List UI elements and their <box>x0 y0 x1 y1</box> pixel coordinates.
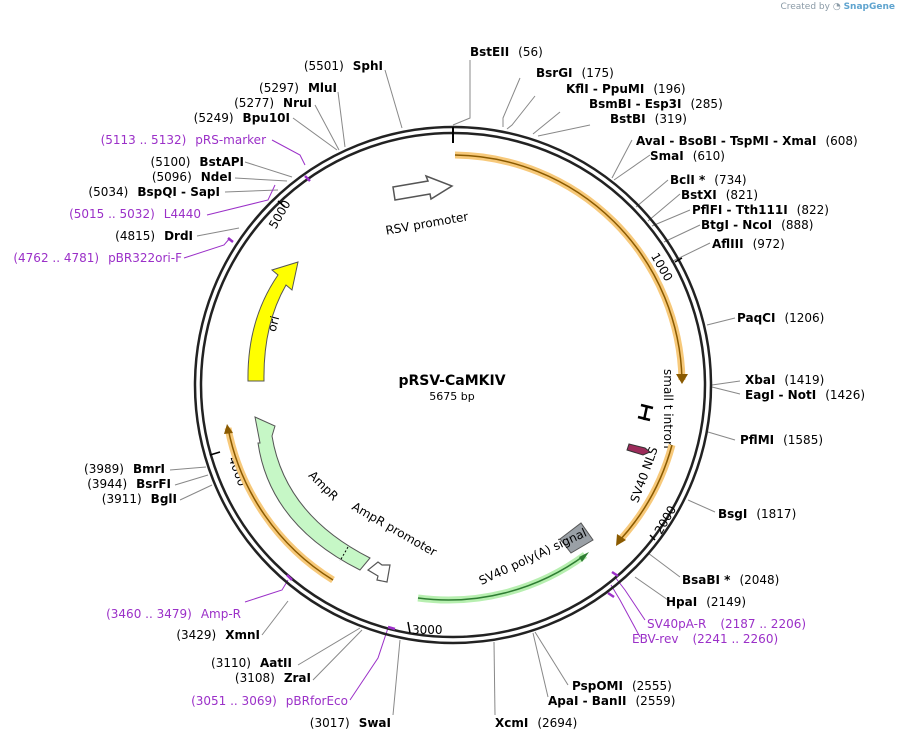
snapgene-credit: Created by ◔ SnapGene <box>780 2 895 12</box>
site-bsrgi[interactable]: BsrGI(175) <box>536 66 614 80</box>
site-aflii[interactable]: AflIII(972) <box>712 237 785 251</box>
left-site-labels: (5501)SphI (5297)MluI (5277)NruI (5249)B… <box>84 59 391 730</box>
site-bsabi[interactable]: BsaBI *(2048) <box>682 573 779 587</box>
site-aval-group[interactable]: AvaI - BsoBI - TspMI - XmaI(608) <box>636 134 858 148</box>
site-bgli[interactable]: (3911)BglI <box>102 492 177 506</box>
site-pspomi[interactable]: PspOMI(2555) <box>572 679 672 693</box>
site-kfli-ppumi[interactable]: KflI - PpuMI(196) <box>566 82 686 96</box>
primer-amp-r[interactable]: (3460 .. 3479)Amp-R <box>106 607 241 621</box>
site-swai[interactable]: (3017)SwaI <box>310 716 391 730</box>
site-leader-lines-left <box>169 69 403 716</box>
site-sphi[interactable]: (5501)SphI <box>304 59 383 73</box>
small-t-intron-mark <box>637 403 654 422</box>
site-smai[interactable]: SmaI(610) <box>650 149 725 163</box>
small-t-intron-label: small t intron <box>661 369 675 449</box>
cds-arc3 <box>227 427 334 581</box>
primer-ebv-rev[interactable]: EBV-rev(2241 .. 2260) <box>632 632 778 646</box>
site-bmri[interactable]: (3989)BmrI <box>84 462 165 476</box>
primer-leader-lines <box>183 139 646 701</box>
right-site-labels: BstEII(56) BsrGI(175) KflI - PpuMI(196) … <box>470 45 865 730</box>
cds-arc-glow <box>454 151 686 381</box>
primer-prs-marker[interactable]: (5113 .. 5132)pRS-marker <box>101 133 266 147</box>
ori-label: ori <box>265 314 283 333</box>
cds-arc3-head <box>224 424 233 434</box>
primer-sv40pa-r[interactable]: SV40pA-R(2187 .. 2206) <box>647 617 806 631</box>
site-xmni[interactable]: (3429)XmnI <box>176 628 260 642</box>
site-ndei[interactable]: (5096)NdeI <box>152 170 232 184</box>
site-hpai[interactable]: HpaI(2149) <box>666 595 746 609</box>
site-mlui[interactable]: (5297)MluI <box>259 81 337 95</box>
cds-arc <box>454 154 683 381</box>
primer-pbrforeco[interactable]: (3051 .. 3069)pBRforEco <box>191 694 348 708</box>
site-xcmi[interactable]: XcmI(2694) <box>495 716 577 730</box>
polya-arc <box>417 554 586 601</box>
cds-arc2-head <box>616 534 626 546</box>
primer-l4440[interactable]: (5015 .. 5032)L4440 <box>69 207 201 221</box>
site-bsmbi-esp3i[interactable]: BsmBI - Esp3I(285) <box>589 97 723 111</box>
site-bstapi[interactable]: (5100)BstAPI <box>151 155 244 169</box>
site-paqci[interactable]: PaqCI(1206) <box>737 311 824 325</box>
ampr-arrow <box>254 416 371 571</box>
site-bsrfi[interactable]: (3944)BsrFI <box>87 477 171 491</box>
plasmid-name: pRSV-CaMKIV <box>398 373 505 389</box>
tick-3000: 3000 <box>412 623 443 637</box>
ampr-divider <box>339 546 349 562</box>
site-zrai[interactable]: (3108)ZraI <box>235 671 311 685</box>
site-bstxi[interactable]: BstXI(821) <box>681 188 758 202</box>
cds-arc2 <box>619 444 673 541</box>
site-drdi[interactable]: (4815)DrdI <box>115 229 193 243</box>
site-btgi-ncoi[interactable]: BtgI - NcoI(888) <box>701 218 813 232</box>
site-pflmi[interactable]: PflMI(1585) <box>740 433 823 447</box>
rsv-promoter-label: RSV promoter <box>384 209 469 237</box>
site-bspqi-sapi[interactable]: (5034)BspQI - SapI <box>88 185 220 199</box>
tick-2000: 2000 <box>652 503 679 536</box>
snapgene-logo-icon: ◔ <box>832 2 841 12</box>
ampr-promoter-label: AmpR promoter <box>350 499 440 559</box>
site-pflfi-tth111i[interactable]: PflFI - Tth111I(822) <box>692 203 829 217</box>
polya-arc-head <box>579 552 589 562</box>
ampr-promoter-arrow <box>366 561 391 583</box>
site-apai-banii[interactable]: ApaI - BanII(2559) <box>548 694 675 708</box>
site-leader-lines <box>452 60 741 716</box>
site-eagi-noti[interactable]: EagI - NotI(1426) <box>745 388 865 402</box>
ampr-label: AmpR <box>306 468 341 503</box>
site-nrui[interactable]: (5277)NruI <box>234 96 312 110</box>
site-bstbi[interactable]: BstBI(319) <box>610 112 687 126</box>
sv40-polya-box <box>559 522 594 554</box>
credit-prefix: Created by <box>780 2 830 12</box>
rsv-promoter-arrow <box>392 174 454 201</box>
site-bcli[interactable]: BclI *(734) <box>670 173 747 187</box>
ori-arrow <box>247 261 299 382</box>
site-aatii[interactable]: (3110)AatII <box>211 656 292 670</box>
tick-marks <box>209 200 683 634</box>
primer-labels: (5113 .. 5132)pRS-marker (5015 .. 5032)L… <box>13 133 806 708</box>
credit-brand: SnapGene <box>843 2 895 12</box>
primer-pbr322ori-f[interactable]: (4762 .. 4781)pBR322ori-F <box>13 251 182 265</box>
sv40-polya-label: SV40 poly(A) signal <box>477 526 589 588</box>
plasmid-size: 5675 bp <box>429 390 474 403</box>
sv40-nls-arrow <box>626 443 651 456</box>
site-bpu10i[interactable]: (5249)Bpu10I <box>194 111 290 125</box>
site-bsteii[interactable]: BstEII(56) <box>470 45 543 59</box>
cds-arc-head <box>676 374 688 384</box>
site-xbai[interactable]: XbaI(1419) <box>745 373 824 387</box>
site-bsgi[interactable]: BsgI(1817) <box>718 507 796 521</box>
primer-ticks <box>227 175 619 631</box>
